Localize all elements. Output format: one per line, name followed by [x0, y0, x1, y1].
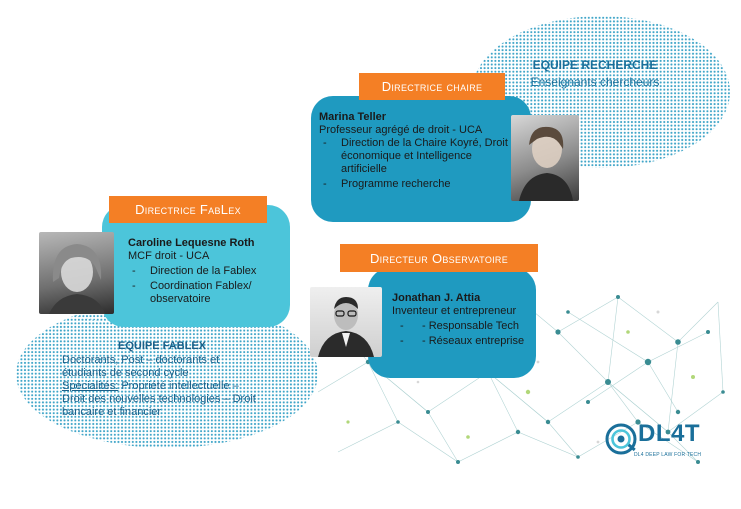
marina-teller-info: Marina Teller Professeur agrégé de droit…	[319, 111, 511, 191]
list-item: Programme recherche	[319, 178, 511, 191]
dl4t-logo-text: DL4T	[638, 420, 700, 447]
fablex-team-specialties: Spécialités: Propriété intellectuelle – …	[62, 380, 262, 419]
marina-teller-name: Marina Teller	[319, 111, 387, 123]
specialties-text: Propriété intellectuelle – Droit des nou…	[62, 380, 256, 418]
list-item: Coordination Fablex/ observatoire	[128, 280, 288, 306]
caroline-lequesne-roth-name: Caroline Lequesne Roth	[128, 237, 255, 249]
research-team-subtitle: Enseignants chercheurs	[530, 75, 660, 89]
caroline-lequesne-roth-role: MCF droit - UCA	[128, 250, 210, 262]
list-item: Direction de la Fablex	[128, 265, 288, 278]
list-item: - Réseaux entreprise	[392, 335, 532, 348]
fablex-team-members: Doctorants, Post – doctorants et étudian…	[62, 354, 220, 379]
fablex-team-title: EQUIPE FABLEX	[117, 340, 207, 352]
marina-teller-photo	[511, 115, 579, 201]
caroline-lequesne-roth-duties: Direction de la Fablex Coordination Fabl…	[128, 265, 288, 306]
marina-teller-role: Professeur agrégé de droit - UCA	[319, 124, 483, 136]
research-team-title: EQUIPE RECHERCHE	[532, 58, 658, 72]
jonathan-attia-duties: - Responsable Tech - Réseaux entreprise	[392, 320, 532, 348]
caroline-lequesne-roth-info: Caroline Lequesne Roth MCF droit - UCA D…	[128, 237, 288, 306]
list-item: Direction de la Chaire Koyré, Droit écon…	[319, 137, 511, 176]
fablex-team-text: EQUIPE FABLEX Doctorants, Post – doctora…	[62, 340, 262, 419]
jonathan-attia-info: Jonathan J. Attia Inventeur et entrepren…	[392, 292, 532, 348]
list-item: - Responsable Tech	[392, 320, 532, 333]
observatoire-tab: Directeur Observatoire	[340, 244, 538, 272]
jonathan-attia-name: Jonathan J. Attia	[392, 292, 481, 304]
fablex-tab: Directrice FabLex	[109, 196, 267, 223]
dl4t-logo-icon	[605, 423, 637, 455]
jonathan-attia-role: Inventeur et entrepreneur	[392, 305, 517, 317]
dl4t-logo-tagline: DL4 DEEP LAW FOR TECH	[634, 452, 702, 458]
jonathan-attia-photo	[310, 287, 382, 357]
marina-teller-duties: Direction de la Chaire Koyré, Droit écon…	[319, 137, 511, 191]
caroline-lequesne-roth-photo	[39, 232, 114, 314]
chaire-tab: Directrice chaire	[359, 73, 505, 100]
dl4t-logo: DL4T DL4 DEEP LAW FOR TECH	[604, 420, 716, 468]
specialties-label: Spécialités:	[62, 380, 119, 392]
